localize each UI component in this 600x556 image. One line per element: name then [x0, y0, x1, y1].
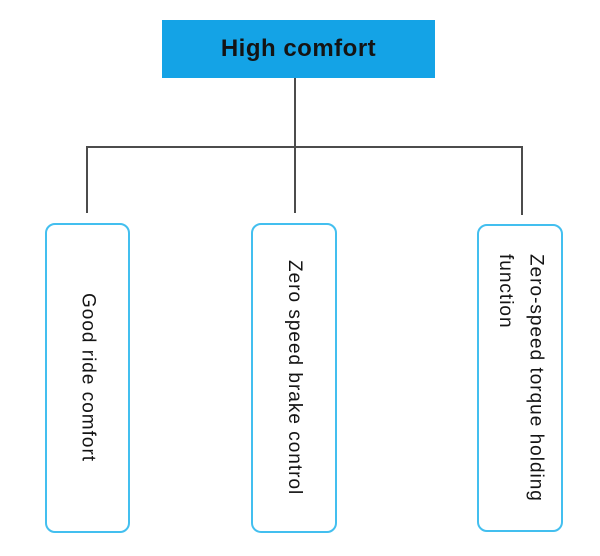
node-zero-speed-brake-control: Zero speed brake control: [251, 223, 337, 533]
node-zero-speed-torque-holding-function: Zero-speed torque holding function: [477, 224, 563, 532]
root-node-label: High comfort: [220, 35, 377, 62]
node-high-comfort: High comfort: [162, 20, 435, 78]
node-good-ride-comfort: Good ride comfort: [45, 223, 130, 533]
child-node-label: Zero-speed torque holding function: [495, 254, 547, 502]
child-node-label: Zero speed brake control: [284, 260, 306, 496]
child-node-label: Good ride comfort: [77, 293, 99, 463]
